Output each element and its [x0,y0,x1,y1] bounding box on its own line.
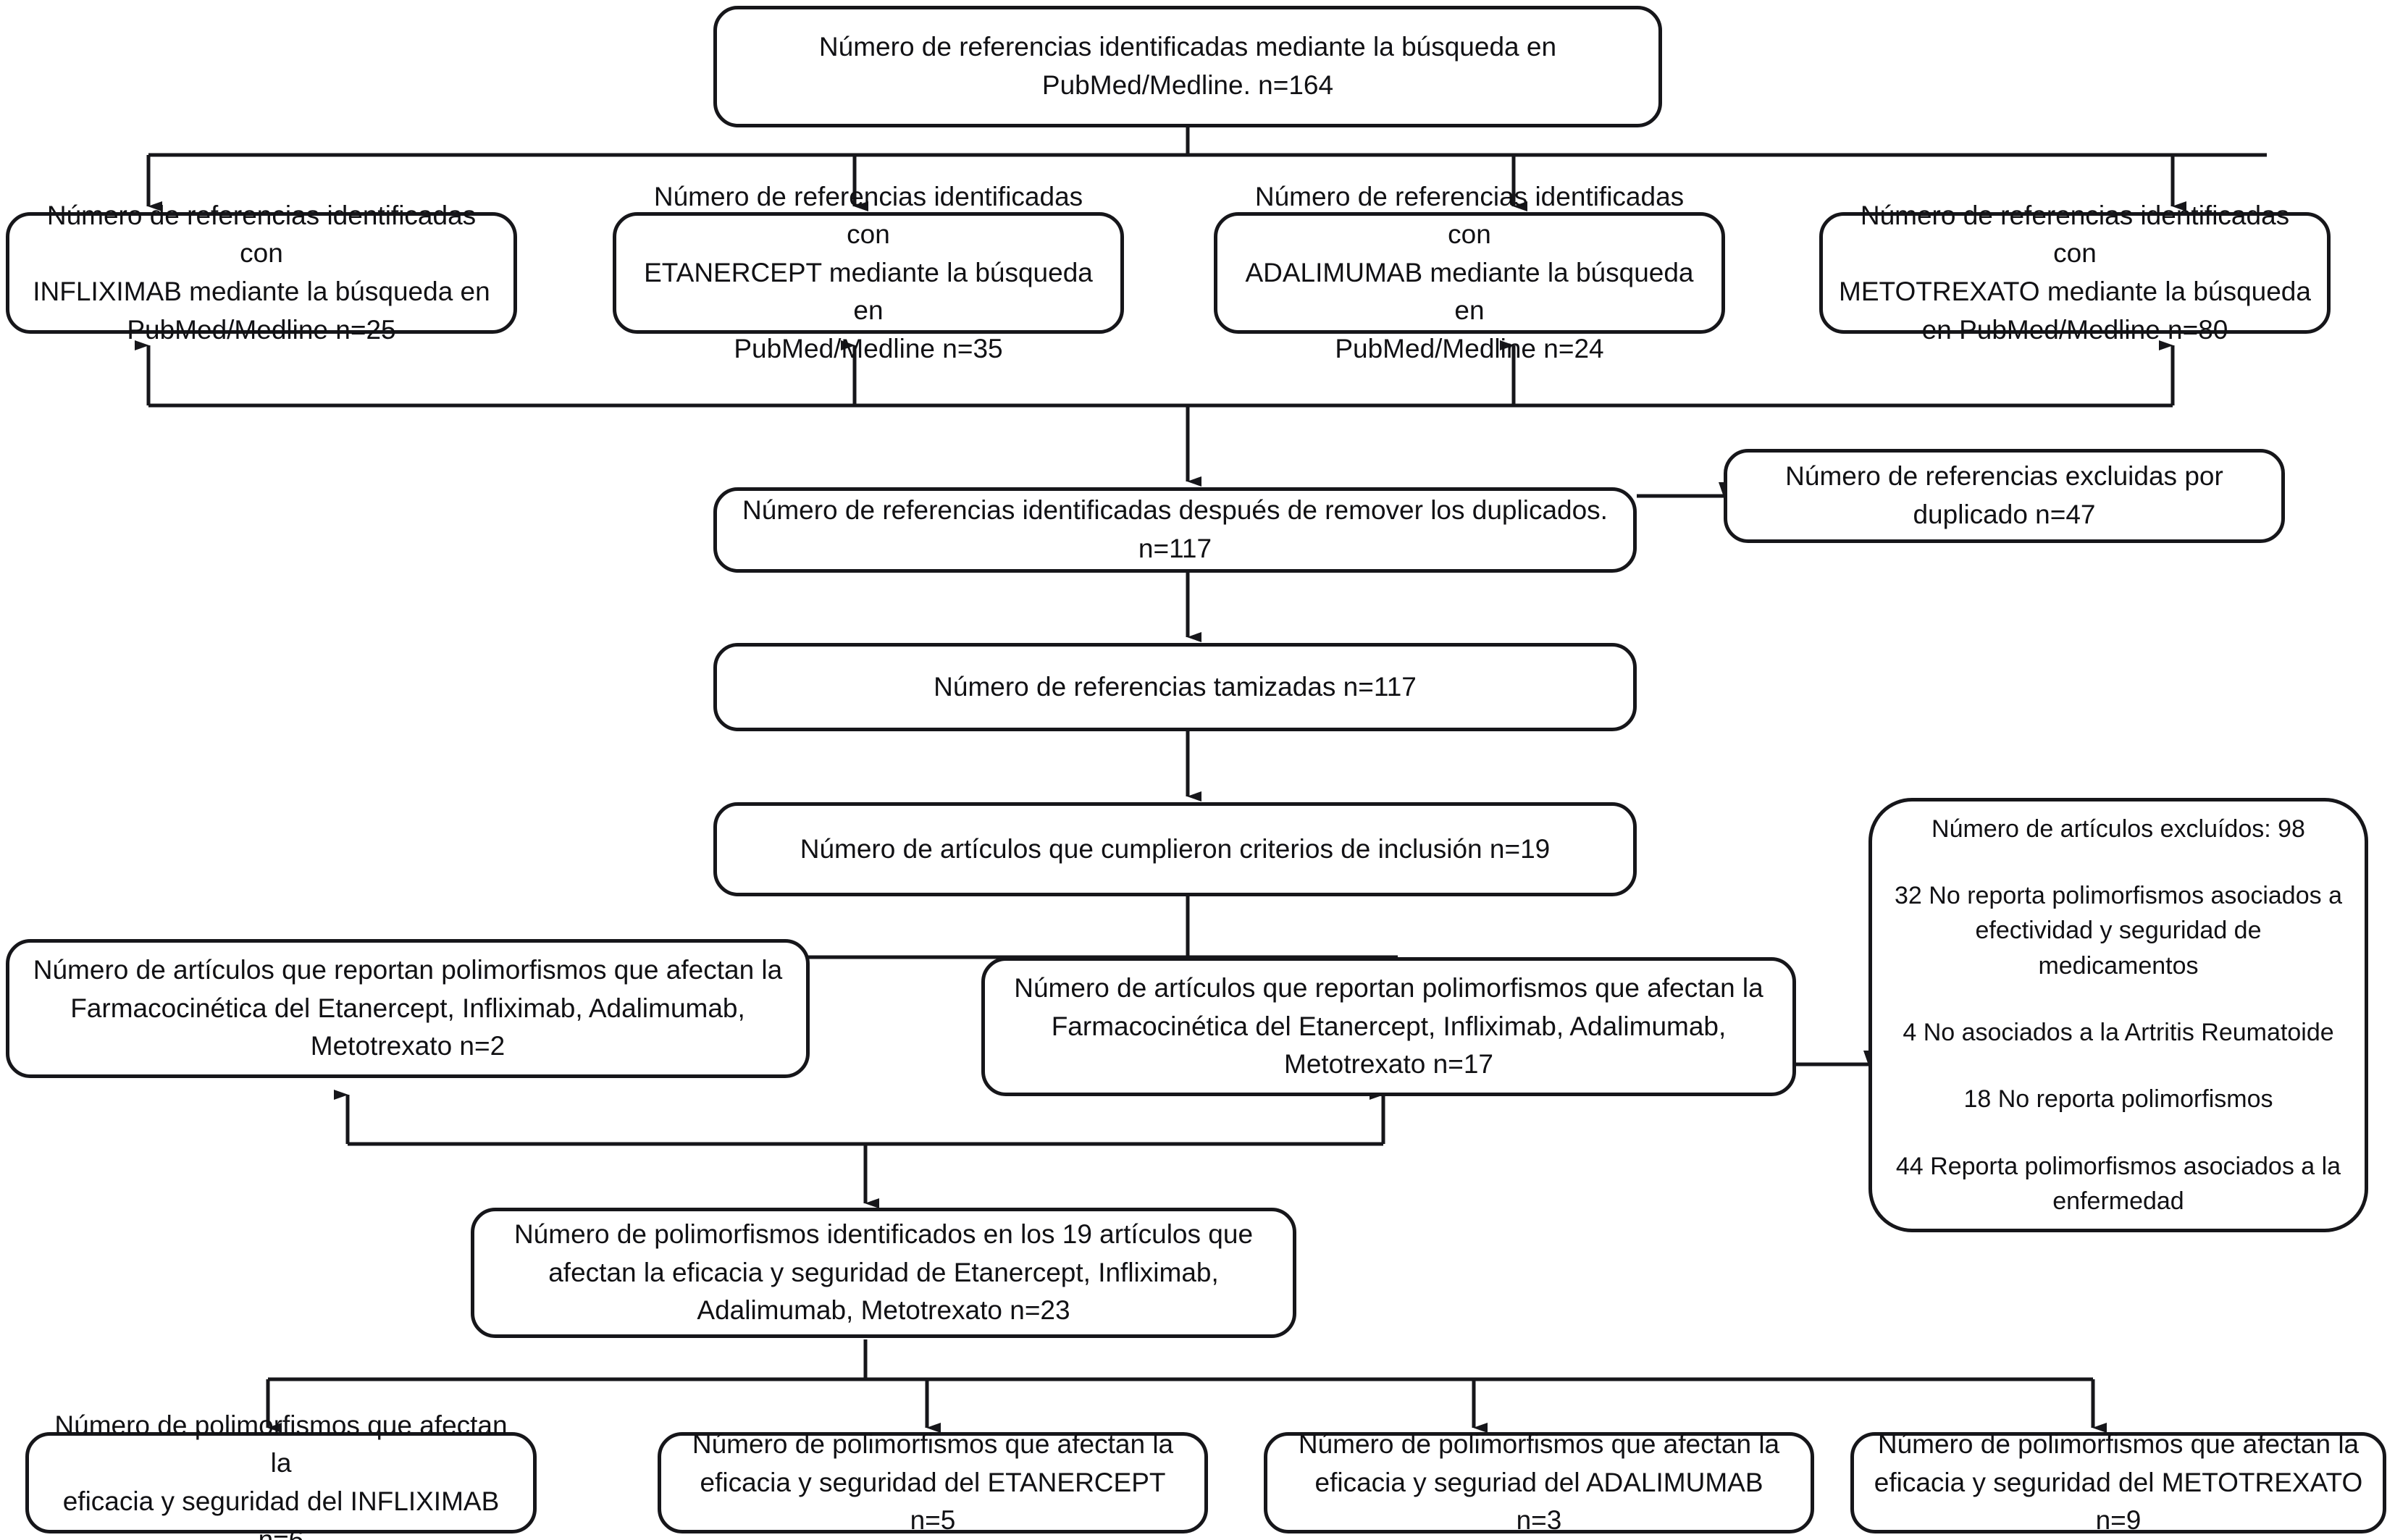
node-screened: Número de referencias tamizadas n=117 [713,643,1637,731]
node-etanercept-search-text: Número de referencias identificadas con … [644,181,1093,363]
node-pk-right-text: Número de artículos que reportan polimor… [1014,973,1763,1080]
node-excluded-duplicates: Número de referencias excluidas por dupl… [1724,449,2285,543]
node-search-total: Número de referencias identificadas medi… [713,6,1662,127]
excluded-reason-4: 44 Reporta polimorfismos asociados a la … [1895,1152,2341,1215]
node-search-total-text: Número de referencias identificadas medi… [818,32,1557,100]
node-infliximab-search: Número de referencias identificadas con … [6,201,517,345]
node-poly-etanercept: Número de polimorfismos que afectan la e… [658,1429,1208,1535]
node-poly-metotrexato-text: Número de polimorfismos que afectan la e… [1874,1429,2363,1536]
node-poly-adalimumab: Número de polimorfismos que afectan la e… [1264,1429,1814,1535]
node-pk-right: Número de artículos que reportan polimor… [981,957,1796,1096]
excluded-reason-3: 18 No reporta polimorfismos [1963,1085,2273,1114]
node-pk-left-text: Número de artículos que reportan polimor… [33,955,783,1061]
node-pk-left: Número de artículos que reportan polimor… [6,939,810,1078]
node-excluded-articles: Número de artículos excluídos: 98 32 No … [1868,798,2368,1232]
node-metotrexato-search-text: Número de referencias identificadas con … [1839,200,2311,345]
node-poly-infliximab-text: Número de polimorfismos que afectan la e… [54,1410,508,1540]
node-screened-text: Número de referencias tamizadas n=117 [934,671,1417,702]
node-adalimumab-search: Número de referencias identificadas con … [1214,182,1725,363]
node-excluded-duplicates-text: Número de referencias excluidas por dupl… [1785,461,2223,529]
node-infliximab-search-text: Número de referencias identificadas con … [33,200,490,345]
node-polymorphisms-total: Número de polimorfismos identificados en… [471,1208,1296,1338]
node-excluded-articles-text: Número de artículos excluídos: 98 32 No … [1892,812,2344,1219]
node-poly-metotrexato: Número de polimorfismos que afectan la e… [1850,1429,2386,1535]
node-polymorphisms-total-text: Número de polimorfismos identificados en… [513,1219,1254,1326]
node-poly-etanercept-text: Número de polimorfismos que afectan la e… [692,1429,1174,1536]
node-etanercept-search: Número de referencias identificadas con … [613,182,1124,363]
node-inclusion-criteria-text: Número de artículos que cumplieron crite… [800,833,1551,864]
node-after-duplicates-text: Número de referencias identificadas desp… [742,495,1608,563]
node-adalimumab-search-text: Número de referencias identificadas con … [1245,181,1694,363]
excluded-reason-2: 4 No asociados a la Artritis Reumatoide [1903,1019,2334,1046]
node-after-duplicates: Número de referencias identificadas desp… [713,487,1637,573]
excluded-articles-heading: Número de artículos excluídos: 98 [1931,815,2305,843]
node-poly-infliximab: Número de polimorfismos que afectan la e… [25,1410,537,1540]
node-poly-adalimumab-text: Número de polimorfismos que afectan la e… [1298,1429,1780,1536]
excluded-reason-1: 32 No reporta polimorfismos asociados a … [1895,882,2342,980]
node-metotrexato-search: Número de referencias identificadas con … [1819,201,2331,345]
node-inclusion-criteria: Número de artículos que cumplieron crite… [713,802,1637,896]
